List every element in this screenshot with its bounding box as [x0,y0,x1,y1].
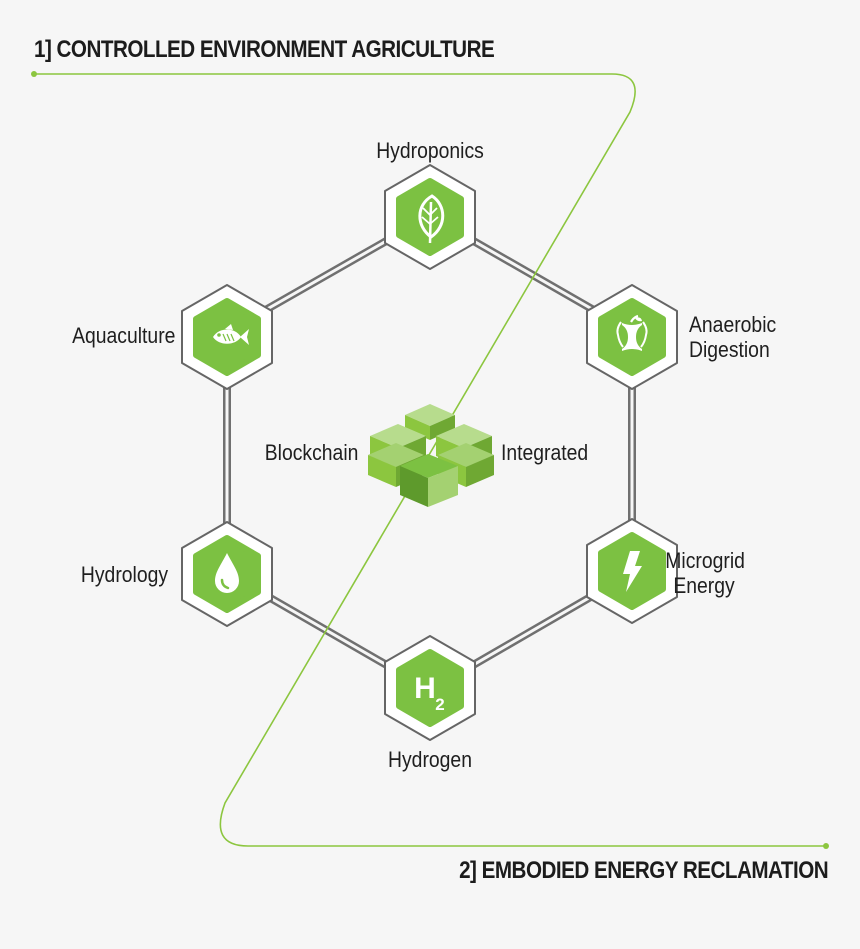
node-microgrid-energy [586,518,678,624]
label-hydrology: Hydrology [80,562,168,587]
label-hydrogen: Hydrogen [388,747,472,772]
label-anaerobic-digestion-line-2: Digestion [689,337,770,362]
heading-embodied-energy-reclamation: 2] EMBODIED ENERGY RECLAMATION [458,857,829,884]
label-anaerobic-digestion: Anaerobic Digestion [689,312,776,362]
node-hydrogen: H 2 [384,635,476,741]
label-integrated: Integrated [501,440,589,465]
label-anaerobic-digestion-line-1: Anaerobic [689,312,777,337]
h2-icon-subscript: 2 [435,695,444,714]
lightning-bolt-icon [623,551,642,592]
heading-controlled-environment-agriculture: 1] CONTROLLED ENVIRONMENT AGRICULTURE [34,36,495,63]
label-hydroponics: Hydroponics [376,138,484,163]
leaf-icon [418,194,445,244]
label-microgrid-energy-line-1: Microgrid [665,548,745,573]
node-hydroponics [384,164,476,270]
label-microgrid-energy: Microgrid Energy [665,548,745,598]
apple-core-icon [616,314,648,351]
node-anaerobic-digestion [586,284,678,390]
green-cubes-icon [368,404,494,507]
h2-icon-letter: H [414,672,436,705]
node-aquaculture [181,284,273,390]
flow-path-start-dot [31,71,37,77]
flow-path-end-dot [823,843,829,849]
fish-icon [213,324,249,345]
node-hydrology [181,521,273,627]
label-aquaculture: Aquaculture [71,323,175,348]
label-blockchain: Blockchain [264,440,358,465]
label-microgrid-energy-line-2: Energy [673,573,735,598]
h2-icon: H 2 [414,672,445,714]
water-drop-icon [215,553,239,593]
